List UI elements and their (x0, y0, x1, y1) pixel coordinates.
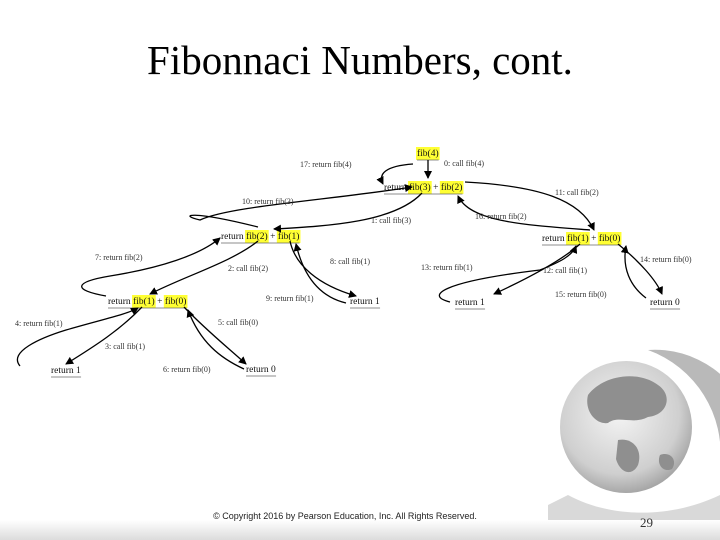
globe-logo (548, 349, 720, 540)
arrow-return-fib0-right (620, 245, 647, 299)
highlight-box (439, 181, 464, 194)
call-term: return (384, 183, 409, 193)
step-label: 8: call fib(1) (330, 257, 370, 266)
step-label: 17: return fib(4) (300, 160, 352, 169)
copyright-footer: © Copyright 2016 by Pearson Education, I… (213, 511, 477, 521)
step-label: 16: return fib(2) (475, 212, 527, 221)
arrow-layer (16, 160, 663, 370)
arrow-return-fib3 (189, 184, 413, 228)
call-node: return fib(1) + fib(0) (108, 296, 186, 307)
call-term: + (155, 297, 165, 307)
arrow-return-fib4 (376, 163, 414, 185)
arrow-call-fib3 (273, 192, 423, 233)
call-term-highlighted: fib(0) (165, 296, 187, 307)
call-term-highlighted: fib(3) (409, 182, 431, 193)
page-number: 29 (640, 515, 653, 530)
call-node: return fib(2) + fib(1) (221, 231, 299, 242)
arrow-call-fib2-left (149, 240, 259, 295)
step-label: 12: call fib(1) (543, 266, 587, 275)
arrow-return-fib1-mid (293, 243, 347, 304)
highlight-box (132, 295, 156, 308)
call-node: return 1 (350, 297, 380, 307)
call-term: return 0 (246, 365, 276, 375)
arrow-return-fib1-left (16, 307, 139, 367)
step-label: 14: return fib(0) (640, 255, 692, 264)
call-term: return 0 (650, 298, 680, 308)
call-term-highlighted: fib(1) (133, 296, 155, 307)
step-label: 11: call fib(2) (555, 188, 599, 197)
call-term-highlighted: fib(2) (246, 231, 268, 242)
call-node: return fib(3) + fib(2) (384, 182, 462, 193)
call-term-highlighted: fib(1) (278, 231, 300, 242)
highlight-box (408, 181, 432, 194)
call-node: fib(4) (417, 148, 439, 159)
call-term-highlighted: fib(2) (441, 182, 463, 193)
step-label: 15: return fib(0) (555, 290, 607, 299)
highlight-box (597, 232, 622, 245)
highlight-box (566, 232, 590, 245)
call-node: return 1 (455, 298, 485, 308)
arrow-return-fib2-left (81, 237, 221, 297)
call-term: return 1 (51, 366, 81, 376)
step-label: 4: return fib(1) (15, 319, 63, 328)
highlight-box (276, 230, 301, 243)
slide-title: Fibonnaci Numbers, cont. (147, 37, 573, 83)
arrow-return-fib1-right (438, 245, 578, 303)
call-term: return (542, 234, 567, 244)
call-node: return fib(1) + fib(0) (542, 233, 620, 244)
arrow-return-fib2-right (457, 195, 591, 231)
call-node: return 0 (246, 365, 276, 375)
call-term: + (268, 232, 278, 242)
arrow-return-fib0-left (186, 309, 245, 370)
highlight-layer (132, 147, 622, 308)
arrow-call-fib1-mid (289, 240, 357, 298)
call-term: return 1 (455, 298, 485, 308)
step-label: 13: return fib(1) (421, 263, 473, 272)
step-label: 5: call fib(0) (218, 318, 258, 327)
arrow-call-fib1-left (65, 306, 143, 365)
step-label: 3: call fib(1) (105, 342, 145, 351)
node-layer: fib(4)return fib(3) + fib(2)return fib(2… (51, 148, 681, 378)
call-term-highlighted: fib(1) (567, 233, 589, 244)
step-label: 2: call fib(2) (228, 264, 268, 273)
arrow-call-fib2-right (464, 181, 595, 231)
highlight-box (416, 147, 440, 160)
call-term: + (431, 183, 441, 193)
step-label: 0: call fib(4) (444, 159, 484, 168)
call-term-highlighted: fib(0) (599, 233, 621, 244)
highlight-box (163, 295, 188, 308)
footer-band (0, 520, 720, 540)
step-label: 9: return fib(1) (266, 294, 314, 303)
highlight-box (245, 230, 269, 243)
call-node: return 1 (51, 366, 81, 376)
call-node: return 0 (650, 298, 680, 308)
step-label: 7: return fib(2) (95, 253, 143, 262)
step-label: 6: return fib(0) (163, 365, 211, 374)
arrow-call-fib0-left (183, 306, 247, 365)
call-term: + (589, 234, 599, 244)
call-term: return 1 (350, 297, 380, 307)
call-term-highlighted: fib(4) (417, 148, 439, 159)
step-label: 1: call fib(3) (371, 216, 411, 225)
call-term: return (108, 297, 133, 307)
call-term: return (221, 232, 246, 242)
step-label: 10: return fib(3) (242, 197, 294, 206)
